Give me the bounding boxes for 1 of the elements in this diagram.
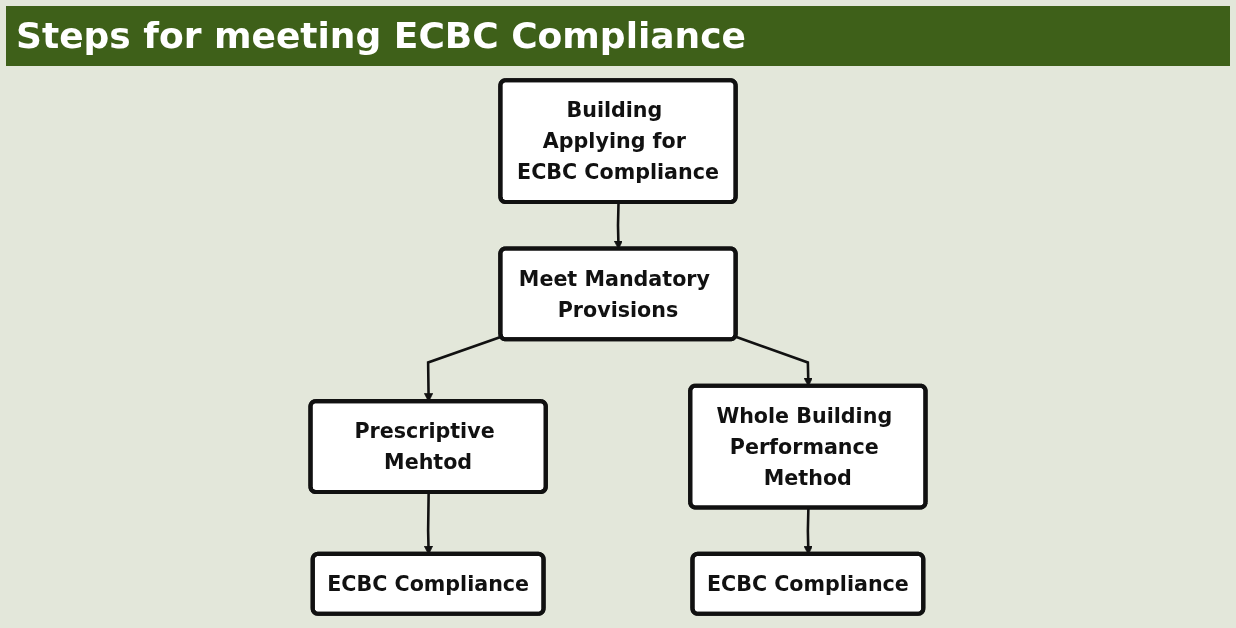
- diagram-title: Steps for meeting ECBC Compliance: [6, 6, 1230, 66]
